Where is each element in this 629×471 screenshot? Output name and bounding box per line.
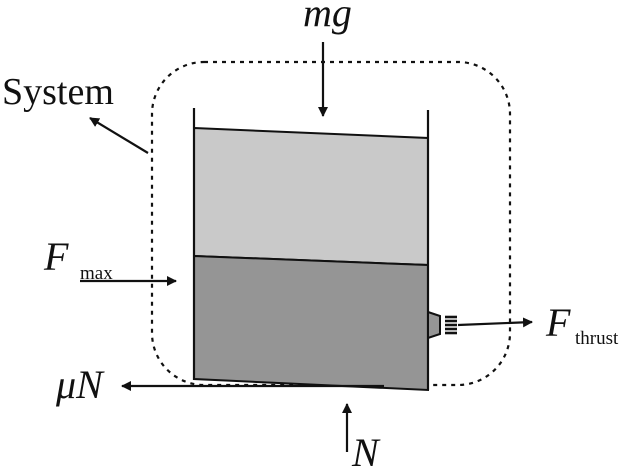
f-thrust-subscript: thrust	[575, 328, 619, 349]
f-max-subscript: max	[80, 263, 113, 284]
exhaust-jet	[445, 315, 457, 335]
normal-force-label: N	[351, 430, 381, 471]
system-label: System	[2, 71, 114, 113]
mg-label: mg	[303, 0, 352, 35]
lower-fluid-layer	[193, 254, 429, 392]
system-boundary	[150, 60, 512, 387]
f-thrust-label: F	[545, 300, 571, 345]
f-max-label: F	[43, 234, 69, 279]
nozzle	[427, 310, 441, 340]
system-pointer-arrow	[89, 117, 149, 154]
friction-label: μN	[55, 362, 105, 407]
f-thrust-arrow	[457, 317, 533, 328]
upper-fluid-layer	[193, 126, 429, 267]
